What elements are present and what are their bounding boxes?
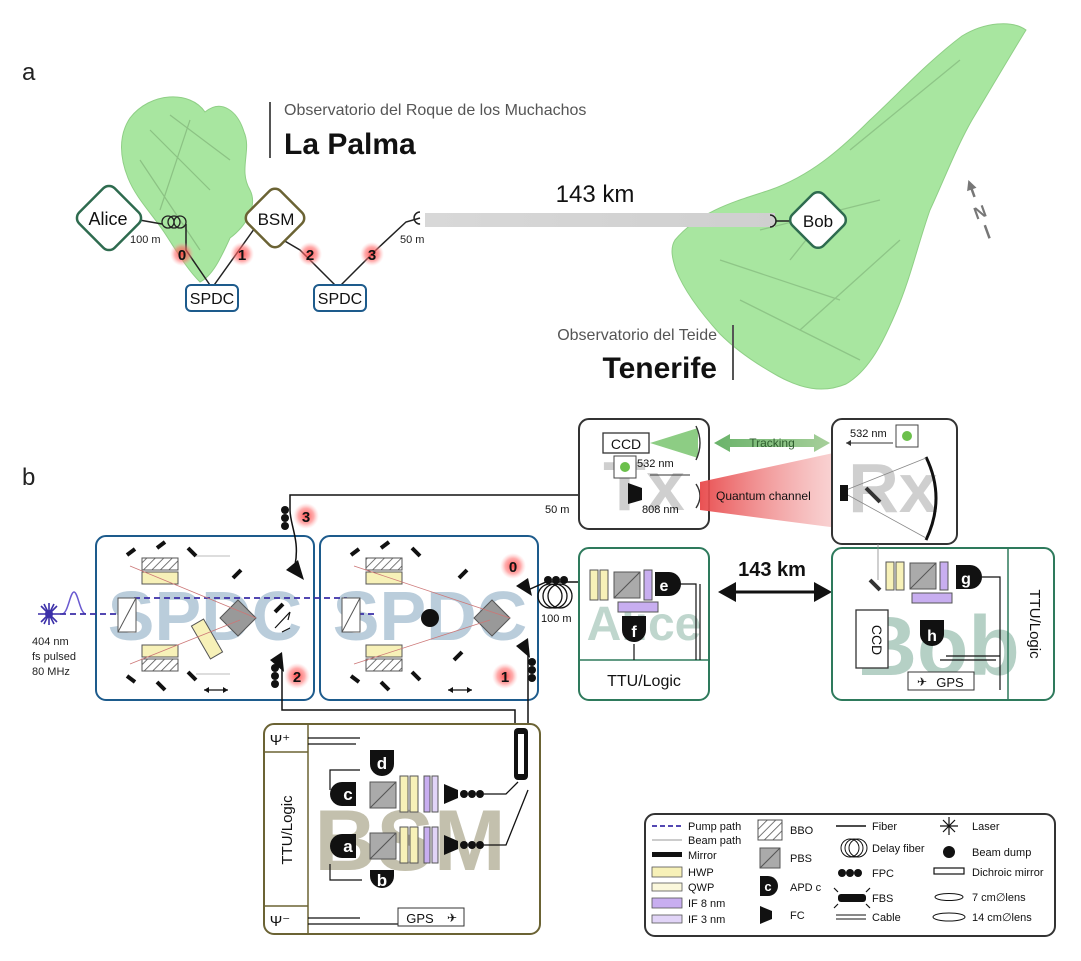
bsm-psi-plus: Ψ⁺ (270, 732, 290, 749)
satellite-icon-bob: ✈ (917, 675, 927, 689)
legend-mirror: Mirror (688, 850, 717, 862)
rx-box (831, 418, 958, 545)
alice-fiber-length: 100 m (541, 613, 572, 625)
tx-ccd-label: CCD (611, 436, 641, 452)
tenerife-observatory: Observatorio del Teide (557, 327, 717, 344)
legend-cable: Cable (872, 912, 901, 924)
photon-badge-b-0: 0 (509, 559, 517, 576)
bsm-detector-a: a (343, 837, 353, 856)
tx-ccd (602, 432, 650, 454)
legend-pbs: PBS (790, 853, 812, 865)
alice-fiber-label: 100 m (130, 234, 161, 246)
la-palma-observatory: Observatorio del Roque de los Muchachos (284, 102, 586, 119)
photon-badge-b-2: 2 (293, 669, 301, 686)
spdc-box-2-label: SPDC (318, 291, 362, 308)
bsm-detector-d: d (377, 754, 387, 773)
tx-signal-label: 808 nm (642, 504, 679, 516)
photon-badge-1: 1 (238, 247, 246, 264)
free-space-link-beam (425, 213, 775, 227)
legend-fiber: Fiber (872, 821, 897, 833)
tenerife-name: Tenerife (603, 352, 717, 385)
bsm-detector-b: b (377, 871, 387, 890)
bsm-node-label: BSM (258, 210, 295, 229)
alice-detector-f: f (631, 624, 637, 641)
legend-lens-7cm: 7 cm∅lens (972, 892, 1026, 904)
bob-node-label: Bob (803, 212, 833, 231)
bob-node: Bob (788, 190, 848, 250)
photon-badge-b-3: 3 (302, 509, 310, 526)
compass: N (967, 180, 991, 239)
photon-badge-0: 0 (178, 247, 186, 264)
laser-mode: fs pulsed (32, 651, 76, 663)
photon-badge-b-1: 1 (501, 669, 509, 686)
tx-fiber-label: 50 m (545, 504, 569, 516)
legend-laser: Laser (972, 821, 1000, 833)
rx-beacon-label: 532 nm (850, 428, 887, 440)
legend-dichroic: Dichroic mirror (972, 867, 1044, 879)
laser-source (38, 591, 87, 625)
compass-north-label: N (971, 201, 989, 223)
bob-detector-g: g (961, 571, 971, 588)
bsm-psi-minus: Ψ⁻ (270, 913, 290, 930)
spdc-1-optics (117, 540, 291, 693)
alice-logic-label: TTU/Logic (607, 673, 681, 690)
link-fiber-label: 50 m (400, 234, 424, 246)
legend-qwp: QWP (688, 882, 714, 894)
quantum-channel-label: Quantum channel (716, 489, 811, 503)
legend-apd-letter: c (764, 879, 771, 894)
legend-fbs: FBS (872, 893, 893, 905)
bob-logic-label: TTU/Logic (1026, 589, 1043, 659)
panel-a-label: a (22, 59, 36, 86)
bsm-node: BSM (244, 187, 306, 249)
rx-watermark: Rx (848, 449, 938, 527)
bob-ccd-label: CCD (869, 625, 885, 655)
legend-delay-fiber: Delay fiber (872, 843, 925, 855)
spdc-box-1 (185, 284, 239, 312)
alice-detector-e: e (660, 578, 669, 595)
legend-beam-dump: Beam dump (972, 847, 1031, 859)
legend-if-3nm: IF 3 nm (688, 914, 725, 926)
bsm-gps-label: GPS (406, 911, 434, 926)
legend-bbo: BBO (790, 825, 814, 837)
spdc-2-optics (341, 540, 511, 693)
tracking-label: Tracking (749, 436, 795, 450)
bob-detector-h: h (927, 628, 937, 645)
legend-apd: APD c (790, 882, 822, 894)
laser-rate: 80 MHz (32, 666, 70, 678)
photon-badge-3: 3 (368, 247, 376, 264)
bsm-detector-c: c (343, 785, 352, 804)
legend-hwp: HWP (688, 867, 714, 879)
bsm-logic-label: TTU/Logic (279, 795, 296, 865)
bob-gps-label: GPS (936, 675, 964, 690)
alice-node-label: Alice (88, 209, 127, 229)
la-palma-island (121, 96, 253, 283)
laser-wavelength: 404 nm (32, 636, 69, 648)
legend-lens-14cm: 14 cm∅lens (972, 912, 1032, 924)
photon-badge-2: 2 (306, 247, 314, 264)
legend-fpc: FPC (872, 868, 894, 880)
legend-pump-path: Pump path (688, 821, 741, 833)
panel-b-label: b (22, 464, 35, 491)
legend-if-8nm: IF 8 nm (688, 898, 725, 910)
quantum-channel-beam (700, 452, 838, 528)
spdc-box-1-label: SPDC (190, 291, 234, 308)
panel-a-distance: 143 km (556, 181, 635, 208)
alice-node: Alice (75, 184, 143, 252)
la-palma-name: La Palma (284, 128, 416, 161)
satellite-icon-bsm: ✈ (447, 911, 457, 925)
legend-beam-path: Beam path (688, 835, 741, 847)
tracking-arrow (714, 434, 830, 452)
spdc-box-2 (313, 284, 367, 312)
panel-b-distance: 143 km (738, 559, 806, 581)
tx-beacon-label: 532 nm (637, 458, 674, 470)
legend-fc: FC (790, 910, 805, 922)
